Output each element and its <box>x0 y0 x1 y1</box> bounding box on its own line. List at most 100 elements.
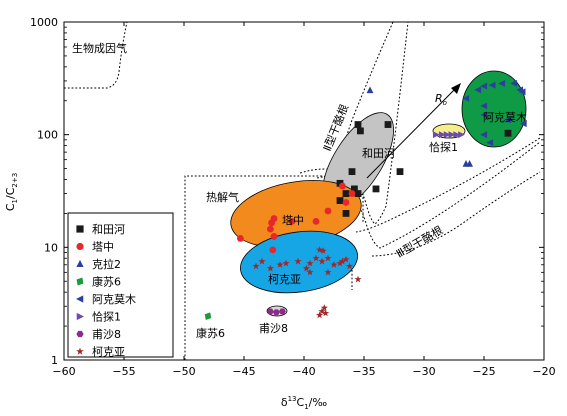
kekeya-point <box>306 268 314 276</box>
akemu-point <box>504 116 512 124</box>
tazhong-point <box>348 190 356 197</box>
hetianhe-point <box>396 168 404 176</box>
legend-marker-kela2 <box>76 259 84 268</box>
qiatan1-group-label: 恰探1 <box>429 140 458 154</box>
hetianhe-point <box>354 190 362 197</box>
kekeya-point <box>258 257 266 265</box>
kekeya-point <box>324 254 332 262</box>
kekeya-point <box>302 264 310 272</box>
kekeya-point <box>320 304 328 311</box>
qiatan1-point <box>458 131 465 139</box>
hetianhe-point <box>351 185 358 193</box>
fusha8-point <box>267 308 274 315</box>
kekeya-point <box>318 307 326 315</box>
y-tick-label: 1000 <box>30 16 58 29</box>
legend-label-hetianhe: 和田河 <box>92 223 125 236</box>
legend-marker-hetianhe <box>76 225 84 233</box>
y-tick-label: 100 <box>37 129 58 142</box>
akemu-group-label: 阿克莫木 <box>483 111 527 124</box>
akemu-point <box>510 80 518 87</box>
kangsu6-point <box>204 312 212 320</box>
hetianhe-point <box>342 190 350 197</box>
hetianhe-point <box>384 121 392 128</box>
akemu-point <box>488 81 496 89</box>
akemu-point <box>480 102 488 110</box>
legend-label-fusha8: 甫沙8 <box>92 328 121 341</box>
x-tick-label: −30 <box>412 365 435 378</box>
qiatan1-point <box>448 131 456 139</box>
ro-arrow <box>366 83 461 179</box>
x-axis: −60−55−50−45−40−35−30−25−20 <box>52 22 556 378</box>
tazhong-group-label: 塔中 <box>282 214 304 227</box>
legend-marker-tazhong <box>76 242 84 251</box>
kekeya-point <box>282 259 290 267</box>
tazhong-point <box>288 217 296 225</box>
akemu-point <box>519 120 527 128</box>
fusha8-point <box>273 309 280 316</box>
kekeya-point <box>266 264 274 272</box>
mixing-inner-rect <box>334 172 364 222</box>
thermal-label: 热解气 <box>206 190 239 204</box>
tazhong-point <box>268 219 275 227</box>
kekeya-point <box>316 311 324 319</box>
tazhong-point <box>312 217 320 225</box>
hetianhe-point <box>336 179 344 187</box>
legend-label-kela2: 克拉2 <box>92 257 121 271</box>
x-tick-label: −20 <box>532 365 555 378</box>
kekeya-point <box>324 268 332 276</box>
qiatan1-point <box>453 131 461 139</box>
kekeya-point <box>330 261 338 268</box>
kangsu6-group-label: 康苏6 <box>196 326 225 340</box>
x-tick-label: −50 <box>172 365 195 378</box>
kekeya-point <box>338 257 346 265</box>
kerogen2-outer <box>299 22 409 225</box>
kekeya-group-label: 柯克亚 <box>268 273 301 286</box>
akemu-point <box>486 139 494 147</box>
kekeya-point <box>336 259 344 267</box>
qiatan1-point <box>432 131 440 139</box>
kekeya-point <box>354 275 362 283</box>
legend-label-kekeya: 柯克亚 <box>92 346 125 359</box>
legend-label-kangsu6: 康苏6 <box>92 275 121 289</box>
legend-marker-fusha8 <box>76 330 84 338</box>
legend-marker-kekeya <box>76 347 84 355</box>
kerogen3-inner <box>355 137 541 233</box>
x-tick-label: −25 <box>472 365 495 378</box>
qiatan1-point <box>438 131 446 139</box>
legend-marker-qiatan1 <box>76 312 84 321</box>
kekeya-point <box>252 262 260 270</box>
legend-box <box>67 212 174 358</box>
hetianhe-point <box>354 121 362 128</box>
kekeya-point <box>322 309 330 317</box>
y-axis-title: C1/C2+3 <box>4 173 19 211</box>
legend-label-akemu: 阿克莫木 <box>92 293 136 306</box>
tazhong-point <box>342 199 350 206</box>
biogenic-label: 生物成因气 <box>72 41 127 55</box>
x-tick-label: −40 <box>292 365 315 378</box>
tazhong-point <box>267 225 274 233</box>
legend-label-tazhong: 塔中 <box>92 241 114 254</box>
akemu-point <box>480 82 488 90</box>
kekeya-point <box>312 254 320 262</box>
kekeya-point <box>294 257 302 265</box>
tazhong-point <box>269 246 277 254</box>
legend-marker-akemu <box>76 295 84 303</box>
hetianhe-point <box>372 185 380 193</box>
fusha8-point <box>279 308 286 315</box>
ro-label: Ro <box>435 92 447 107</box>
tazhong-point <box>237 235 244 242</box>
x-tick-label: −45 <box>232 365 255 378</box>
x-axis-title: δ13C1/‰ <box>281 395 328 411</box>
tazhong-point <box>324 207 332 215</box>
biogenic-boundary <box>64 22 128 89</box>
thermal-boundary <box>184 141 541 360</box>
kekeya-point <box>319 247 327 254</box>
kekeya-point <box>346 262 354 270</box>
hetianhe-group-label: 和田河 <box>362 147 395 160</box>
kerogen3-outer <box>371 171 541 257</box>
fusha8-group-label: 甫沙8 <box>259 322 288 335</box>
x-tick-label: −35 <box>352 365 375 378</box>
